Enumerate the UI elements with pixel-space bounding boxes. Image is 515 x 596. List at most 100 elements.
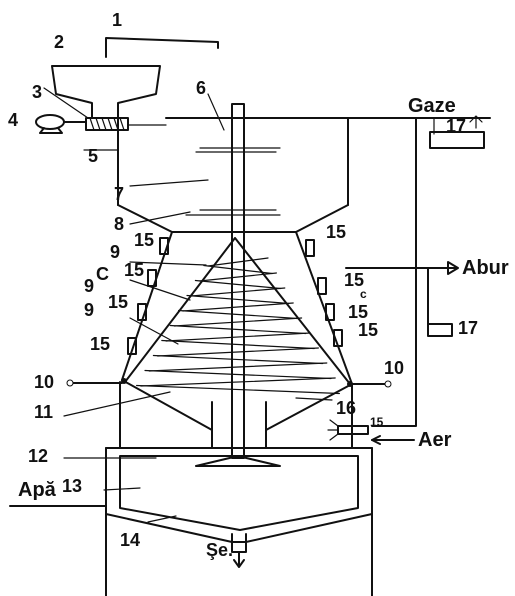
spiral-blade [140,377,336,387]
supply-line-1 [105,37,219,58]
label-10b: 10 [384,358,404,378]
upper-spiral [185,147,281,216]
steam-arrow [447,261,459,275]
label-10a: 10 [34,372,54,392]
lower-cylinder [119,381,353,449]
motor-shaft [39,121,87,134]
label-15-3: 15 [108,292,128,312]
label-15-2: 15 [124,260,144,280]
nozzle-right-3 [325,303,335,321]
label-7: 7 [114,184,124,204]
slag-arrow [233,551,245,568]
jacket-bottom [105,513,373,543]
label-15-5: 15 [326,222,346,242]
spiral-blade [165,332,311,342]
label-9c: 9 [84,300,94,320]
spiral-blade [157,347,319,357]
sight-left [66,379,74,387]
stream-se: Şe. [206,540,233,560]
spiral-blade [182,302,294,312]
label-12: 12 [28,446,48,466]
label-9a: 9 [110,242,120,262]
label-11: 11 [34,402,53,422]
stream-apa: Apă [18,479,57,501]
reaction-cone-outer [121,231,353,385]
stream-aer: Aer [418,429,452,451]
nozzle-right-1 [305,239,315,257]
rotor [136,103,340,467]
gas-riser [371,117,417,427]
label-15-7: 15 [348,302,368,322]
water-basin [119,455,359,531]
sight-glasses [66,379,392,388]
air-burner [327,419,415,445]
separator-17-bottom [427,323,453,337]
label-15-6: 15 [344,270,364,290]
spiral-blade [199,272,277,282]
side-nozzles [127,237,343,355]
shaft-cone-base [195,455,281,467]
outer-shell [105,447,373,596]
spiral-blade [190,287,286,297]
part-labels: 1 2 3 4 5 6 7 8 9 9 9 C 10 10 11 12 13 1… [8,10,478,550]
stream-abur: Abur [462,257,509,279]
nozzle-left-2 [147,269,157,287]
spiral-blade [178,309,298,320]
label-1: 1 [112,10,122,30]
sight-right [384,380,392,388]
label-15-1: 15 [134,230,154,250]
spiral-blade [186,294,290,305]
stream-labels: Gaze Abur Aer Apă Şe. [18,95,509,560]
central-shaft [231,103,245,459]
label-15-4: 15 [90,334,110,354]
discharge-tube [211,401,267,449]
nozzle-right-2 [317,277,327,295]
label-15-prime: 15 [370,415,384,429]
nozzle-left-1 [159,237,169,255]
upper-taper [117,204,349,233]
spiral-blade [148,362,328,372]
nozzle-left-3 [137,303,147,321]
cone-spiral [136,257,340,395]
reaction-cone-inner [124,237,351,385]
leader-lines [43,87,333,523]
stream-gaze: Gaze [408,95,456,117]
screw-flights [89,117,125,131]
spiral-blade [173,317,303,327]
feeder-motor [35,114,65,130]
gas-branch [433,115,483,135]
label-6: 6 [196,78,206,98]
label-17-top: 17 [446,116,466,136]
feed-hopper [51,65,161,119]
label-16: 16 [336,398,356,418]
burner-flame [327,419,339,441]
spiral-blade [169,324,307,335]
spiral-blade [207,257,269,267]
label-13: 13 [62,476,82,496]
nozzle-right-4 [333,329,343,347]
spiral-blade [136,384,340,395]
label-3: 3 [32,82,42,102]
lower-funnel [121,379,353,449]
spiral-blade [203,264,273,275]
label-14: 14 [120,530,140,550]
reactor-vessel [9,117,373,596]
upper-cylinder [117,117,349,206]
label-15-8: 15 [358,320,378,340]
spiral-blade [144,369,332,380]
separator-17-top [429,131,485,149]
spiral-blade [161,339,315,350]
label-8: 8 [114,214,124,234]
right-piping [345,115,491,427]
label-c-right: c [360,287,367,301]
label-2: 2 [54,32,64,52]
air-arrow [371,435,381,445]
label-17-bottom: 17 [458,318,478,338]
label-c-left: C [96,264,109,284]
feed-system [35,37,219,134]
screw-feeder [85,117,129,131]
label-4: 4 [8,110,18,130]
nozzle-left-4 [127,337,137,355]
